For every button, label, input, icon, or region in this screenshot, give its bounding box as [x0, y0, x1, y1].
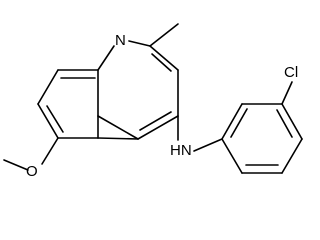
bond-c4-c4a-double: [139, 111, 172, 131]
bond-c-cl: [281, 81, 293, 105]
structure-canvas: N HN Cl O: [3, 23, 303, 180]
bond-c4a-c8a-shared: [97, 115, 139, 140]
atom-label-n: N: [115, 32, 126, 49]
bond-c2-methyl: [149, 23, 179, 47]
bond-ph-c4-c5: [281, 138, 303, 174]
bond-ph-c6-c1: [221, 138, 243, 174]
bond-c7-c6-double: [46, 105, 64, 133]
bond-ph-c3-c4-double: [276, 109, 293, 138]
bond-c6-o: [41, 137, 59, 165]
molecule-diagram: N HN Cl O: [3, 23, 303, 180]
bond-c8-c7: [37, 69, 59, 105]
atom-label-nh: HN: [170, 142, 192, 159]
bond-ph-c3-c4: [281, 103, 303, 140]
bond-c4-c4a: [137, 115, 179, 140]
bond-n1-c2: [128, 40, 151, 47]
bond-nh-phenyl: [193, 138, 223, 152]
bond-c7-c6: [37, 103, 59, 139]
bond-c8a-n1: [97, 45, 115, 71]
bond-c2-c3-double: [151, 53, 172, 72]
atom-label-cl: Cl: [284, 64, 298, 81]
bond-ph-c1-c2-double: [230, 108, 248, 138]
bond-ph-c1-c2: [221, 103, 243, 140]
bond-c2-c3: [149, 45, 179, 71]
bond-c5-c4a-ring: [97, 137, 139, 140]
atom-label-o: O: [26, 163, 38, 180]
bond-o-methyl: [3, 159, 29, 171]
